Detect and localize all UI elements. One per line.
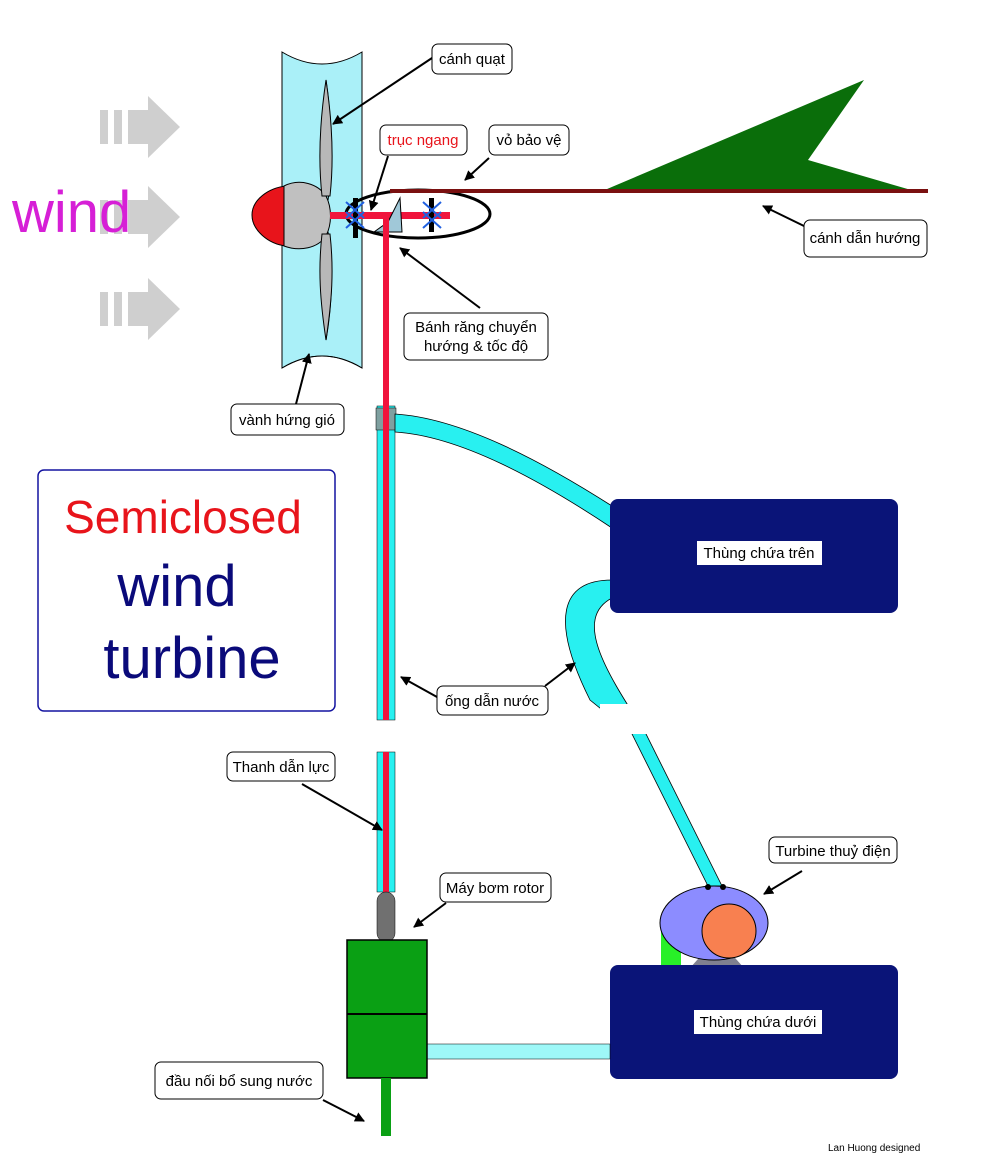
wind-arrow-icon — [100, 278, 180, 340]
tail-vane — [600, 80, 918, 192]
svg-text:Thanh dẫn lực: Thanh dẫn lực — [233, 759, 330, 776]
title-box — [37, 469, 336, 712]
callout-bevel-gear: Bánh răng chuyển hướng & tốc độ — [399, 247, 549, 361]
rotor-pump — [346, 939, 428, 1079]
pipe-break — [600, 704, 660, 734]
lower-tank-label: Thùng chứa dưới — [700, 1014, 817, 1031]
upper-tank-label: Thùng chứa trên — [704, 545, 815, 562]
title-line-1: Semiclosed — [64, 491, 302, 543]
title-line-3: turbine — [103, 626, 280, 691]
lower-tank-label-bg — [694, 1010, 822, 1034]
callout-wind-ring: vành hứng gió — [230, 353, 345, 436]
horizontal-shaft — [330, 212, 450, 219]
bearing-icon — [345, 198, 365, 238]
svg-text:hướng & tốc độ: hướng & tốc độ — [424, 338, 528, 355]
callout-tail-vane: cánh dẫn hướng — [762, 205, 928, 258]
callout-rotor-pump: Máy bơm rotor — [413, 872, 552, 928]
svg-text:trục ngang: trục ngang — [388, 132, 459, 149]
bearing-icon — [422, 198, 442, 232]
force-rod — [383, 219, 389, 720]
svg-text:Bánh răng chuyển: Bánh răng chuyển — [415, 319, 537, 336]
svg-text:vỏ bảo vệ: vỏ bảo vệ — [496, 132, 561, 149]
hydro-turbine-rotor — [701, 903, 757, 959]
pump-piston — [376, 891, 396, 943]
svg-text:Turbine thuỷ điện: Turbine thuỷ điện — [775, 843, 890, 860]
callout-hydro-turbine: Turbine thuỷ điện — [763, 836, 898, 895]
svg-text:Máy bơm rotor: Máy bơm rotor — [446, 880, 544, 897]
designer-credit: Lan Huong designed — [828, 1143, 920, 1154]
callout-protective-shell: vỏ bảo vệ — [464, 124, 570, 181]
svg-text:cánh quạt: cánh quạt — [439, 51, 506, 68]
force-rod-lower — [383, 752, 389, 892]
nose-cone — [251, 185, 287, 247]
pipe-connector-dot — [720, 884, 726, 890]
wind-ring-rim — [281, 355, 363, 369]
svg-text:cánh dẫn hướng: cánh dẫn hướng — [810, 230, 921, 247]
blade-shape — [319, 79, 333, 341]
wind-arrow-icon — [100, 96, 180, 158]
wind-label: wind — [11, 180, 131, 245]
wind-arrow-icon — [100, 186, 180, 248]
callout-force-rod: Thanh dẫn lực — [226, 751, 383, 831]
callout-water-pipe: ống dẫn nước — [400, 662, 576, 716]
pipe-to-pump — [425, 1043, 611, 1060]
callout-blade: cánh quạt — [332, 43, 513, 125]
svg-text:đầu nối bổ sung nước: đầu nối bổ sung nước — [166, 1073, 313, 1090]
pipe-connector-dot — [705, 884, 711, 890]
svg-text:vành hứng gió: vành hứng gió — [239, 412, 335, 429]
upper-tank-label-bg — [697, 541, 822, 565]
wind-arrows — [100, 96, 180, 340]
refill-connector — [381, 1078, 391, 1136]
callout-horizontal-shaft: trục ngang — [368, 124, 468, 211]
pipe-to-upper-tank — [394, 413, 613, 529]
title-line-2: wind — [116, 554, 236, 619]
svg-text:ống dẫn nước: ống dẫn nước — [445, 693, 540, 710]
callout-refill-connector: đầu nối bổ sung nước — [154, 1061, 365, 1122]
